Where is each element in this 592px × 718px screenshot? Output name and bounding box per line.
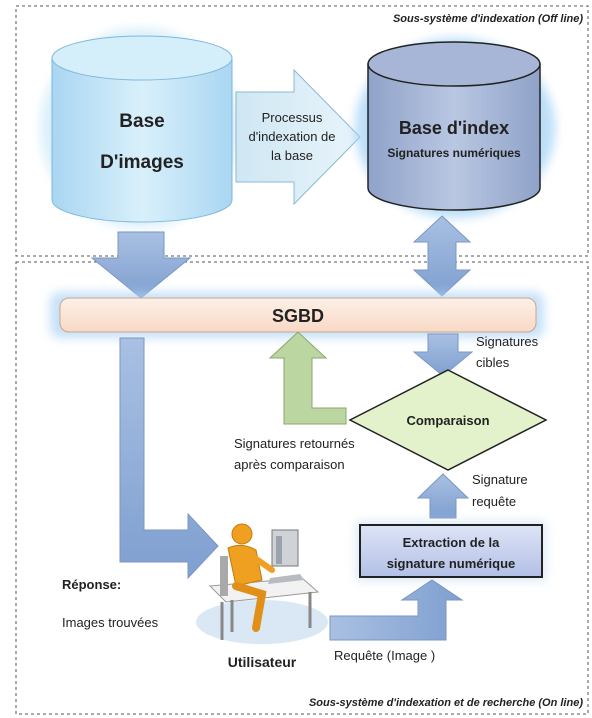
returned-signatures-line1: Signatures retournés [234,436,355,451]
query-label: Requête (Image ) [334,648,435,663]
image-db-line2: D'images [100,152,184,173]
indexing-process-line1: Processus [262,110,323,125]
online-subsystem-frame [15,261,589,715]
index-db-subtitle: Signatures numériques [387,146,521,160]
response-detail: Images trouvées [62,615,159,630]
extraction-line2: signature numérique [387,556,516,571]
response-arrow [119,337,219,580]
comparison-label: Comparaison [406,413,489,428]
user-at-computer-icon [196,523,328,644]
response-title: Réponse: [62,577,121,592]
query-signature-line1: Signature [472,472,528,487]
sgbd-bar: SGBD [50,292,544,338]
indexing-process-line2: d'indexation de [248,129,335,144]
target-signatures-line2: cibles [476,355,510,370]
extraction-box: Extraction de la signature numérique [356,521,546,581]
sgbd-label: SGBD [272,306,324,326]
query-signature-arrow [416,473,470,519]
index-db-title: Base d'index [399,118,509,138]
extraction-line1: Extraction de la [403,535,501,550]
index-database: Base d'index Signatures numériques [355,38,555,218]
returned-signatures-arrow [268,331,347,425]
query-arrow [329,579,464,641]
image-db-line1: Base [119,111,164,132]
image-database: Base D'images [40,28,240,228]
indexing-process-line3: la base [271,148,313,163]
returned-signatures-line2: après comparaison [234,457,345,472]
offline-subsystem-label: Sous-système d'indexation (Off line) [393,13,583,25]
target-signatures-line1: Signatures [476,334,539,349]
user-label: Utilisateur [228,654,297,670]
image-db-to-sgbd-arrow [90,231,192,299]
indexing-process-arrow: Processus d'indexation de la base [235,68,361,206]
online-subsystem-label: Sous-système d'indexation et de recherch… [309,697,583,709]
target-signatures-arrow [412,333,474,377]
query-signature-line2: requête [472,494,516,509]
offline-subsystem-frame [15,5,589,257]
comparison-node: Comparaison [348,369,548,471]
